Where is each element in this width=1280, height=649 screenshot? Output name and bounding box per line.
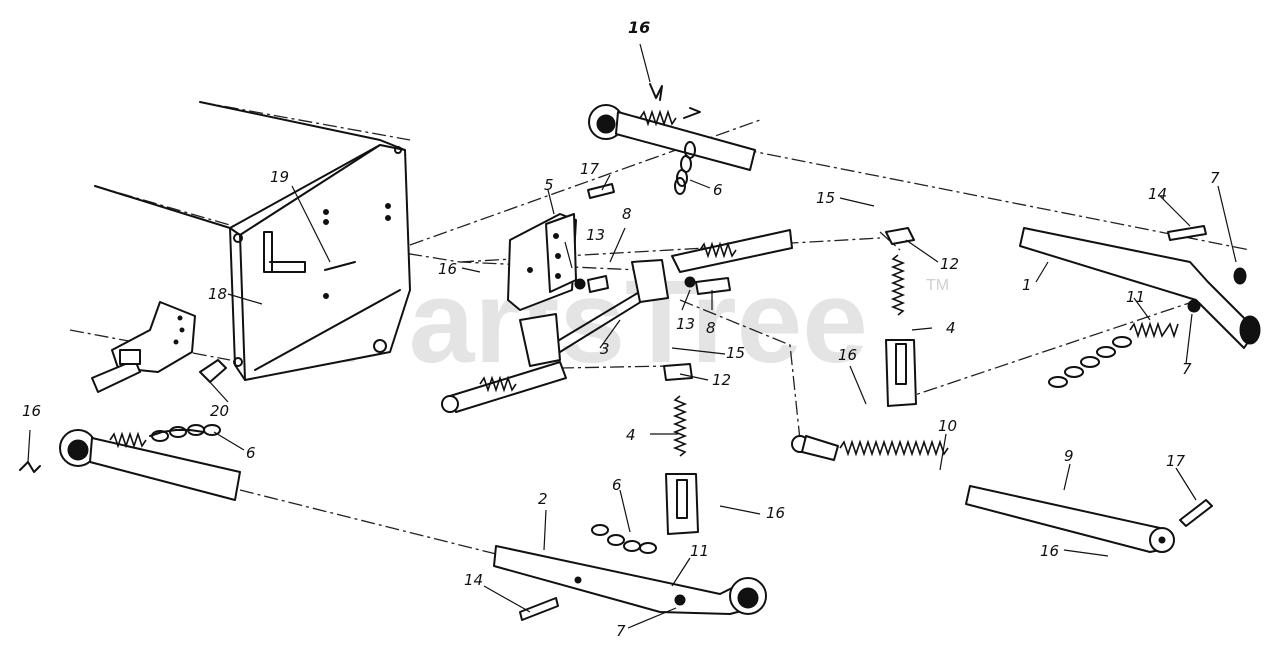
callout-4-b: 4 (626, 426, 636, 444)
lower-lift-arm (493, 524, 767, 621)
callout-5: 5 (544, 176, 554, 194)
adjuster-rods (663, 227, 917, 535)
callout-7-tr: 7 (1210, 169, 1220, 187)
callout-12-b: 12 (940, 255, 959, 273)
watermark-text: PartsTree (330, 256, 868, 388)
callout-11-b: 11 (690, 542, 709, 560)
callout-15-b: 15 (816, 189, 835, 207)
callout-9: 9 (1064, 447, 1074, 465)
callout-19: 19 (270, 168, 289, 186)
callout-4-a: 4 (946, 319, 956, 337)
callout-7-b: 7 (616, 622, 626, 640)
callout-10: 10 (938, 417, 957, 435)
mounting-frame (94, 101, 411, 381)
callout-16-mid: 16 (438, 260, 457, 278)
callout-16-top: 16 (628, 18, 650, 37)
callout-17-r: 17 (1166, 452, 1186, 470)
callout-14-r: 14 (1148, 185, 1167, 203)
leader-lines (27, 43, 1237, 629)
callout-16-l: 16 (22, 402, 41, 420)
callout-12-a: 12 (712, 371, 731, 389)
callout-6-b: 6 (612, 476, 622, 494)
callout-2: 2 (538, 490, 548, 508)
callout-18: 18 (208, 285, 227, 303)
callout-6-top: 6 (713, 181, 723, 199)
callout-7-r: 7 (1182, 360, 1192, 378)
right-lift-arm (1019, 225, 1261, 388)
callout-17-top: 17 (580, 160, 600, 178)
watermark-trademark: TM (926, 277, 949, 294)
callout-15-a: 15 (726, 344, 745, 362)
callout-16-br: 16 (1040, 542, 1059, 560)
left-bracket (91, 301, 227, 393)
callout-13-a: 13 (586, 226, 605, 244)
callout-16-r: 16 (838, 346, 857, 364)
callout-16-b: 16 (766, 504, 785, 522)
callout-6-l: 6 (246, 444, 256, 462)
upper-lift-arm (588, 83, 756, 195)
callout-8-a: 8 (622, 205, 632, 223)
callout-3: 3 (600, 340, 610, 358)
callout-1: 1 (1022, 276, 1032, 294)
callout-13-b: 13 (676, 315, 695, 333)
callouts: 16 6 17 5 8 13 19 16 18 13 8 3 15 12 15 … (22, 18, 1220, 640)
callout-8-b: 8 (706, 319, 716, 337)
center-bracket-shaft (441, 183, 793, 413)
callout-20: 20 (210, 402, 229, 420)
tension-rod (791, 435, 1213, 553)
assembly-lines (69, 101, 1251, 556)
callout-14-b: 14 (464, 571, 483, 589)
left-lift-arm (19, 424, 241, 501)
callout-11-r: 11 (1126, 288, 1145, 306)
